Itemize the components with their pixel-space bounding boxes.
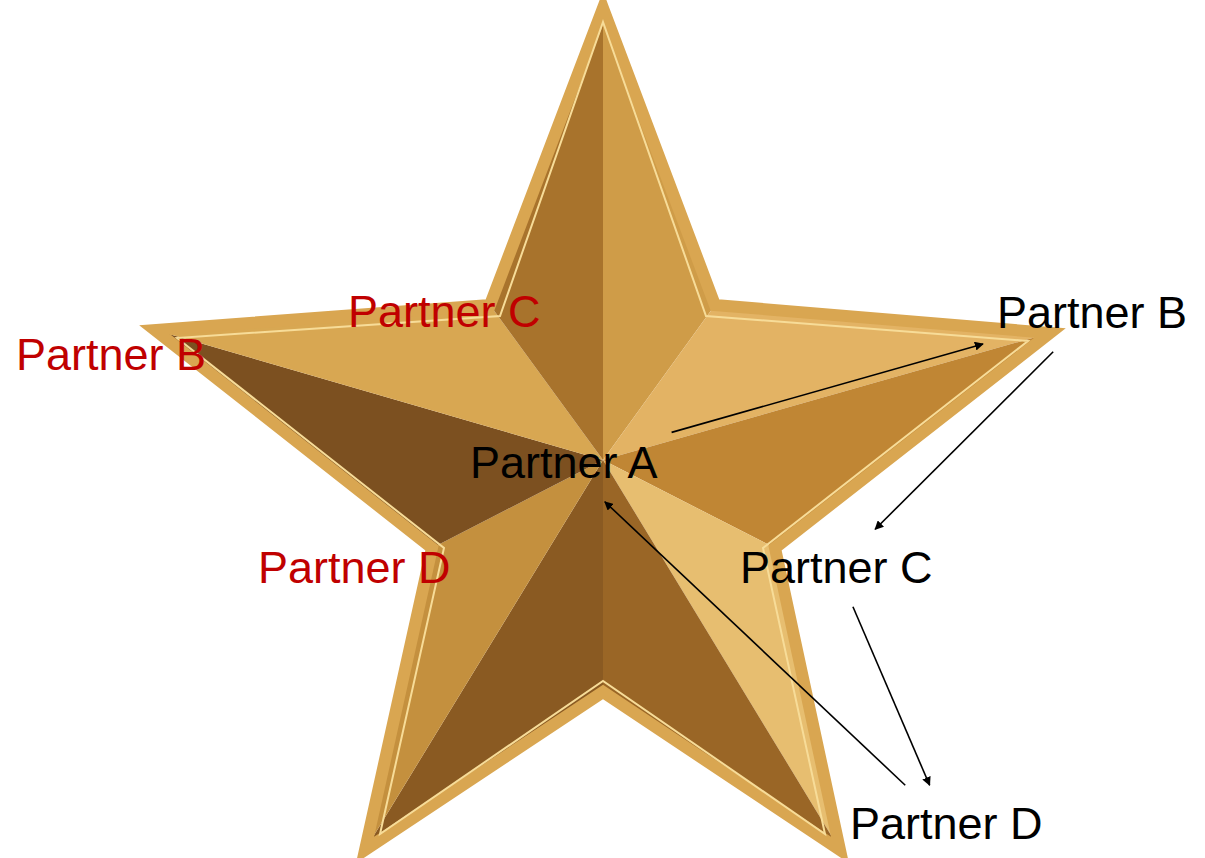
- partner-node: Partner C: [740, 543, 933, 593]
- partner-node: Partner A: [470, 438, 658, 488]
- partner-name: Partner B: [997, 288, 1187, 338]
- partner-name: Partner D: [850, 799, 1043, 849]
- partner-node: Partner B: [997, 288, 1187, 338]
- partner-name: Partner A: [470, 438, 658, 488]
- partner-label: Partner D: [258, 543, 451, 593]
- star-rim: [155, 8, 1050, 850]
- star-facets: [155, 8, 1050, 850]
- partner-node: Partner D: [850, 799, 1043, 849]
- partner-label: Partner C: [348, 287, 541, 337]
- star-rim-highlight: [177, 22, 1028, 834]
- flow-arrow: [875, 352, 1053, 530]
- flow-arrow: [853, 607, 930, 786]
- flow-arrow: [672, 344, 983, 432]
- partner-label: Partner B: [16, 330, 206, 380]
- partner-name: Partner C: [740, 543, 933, 593]
